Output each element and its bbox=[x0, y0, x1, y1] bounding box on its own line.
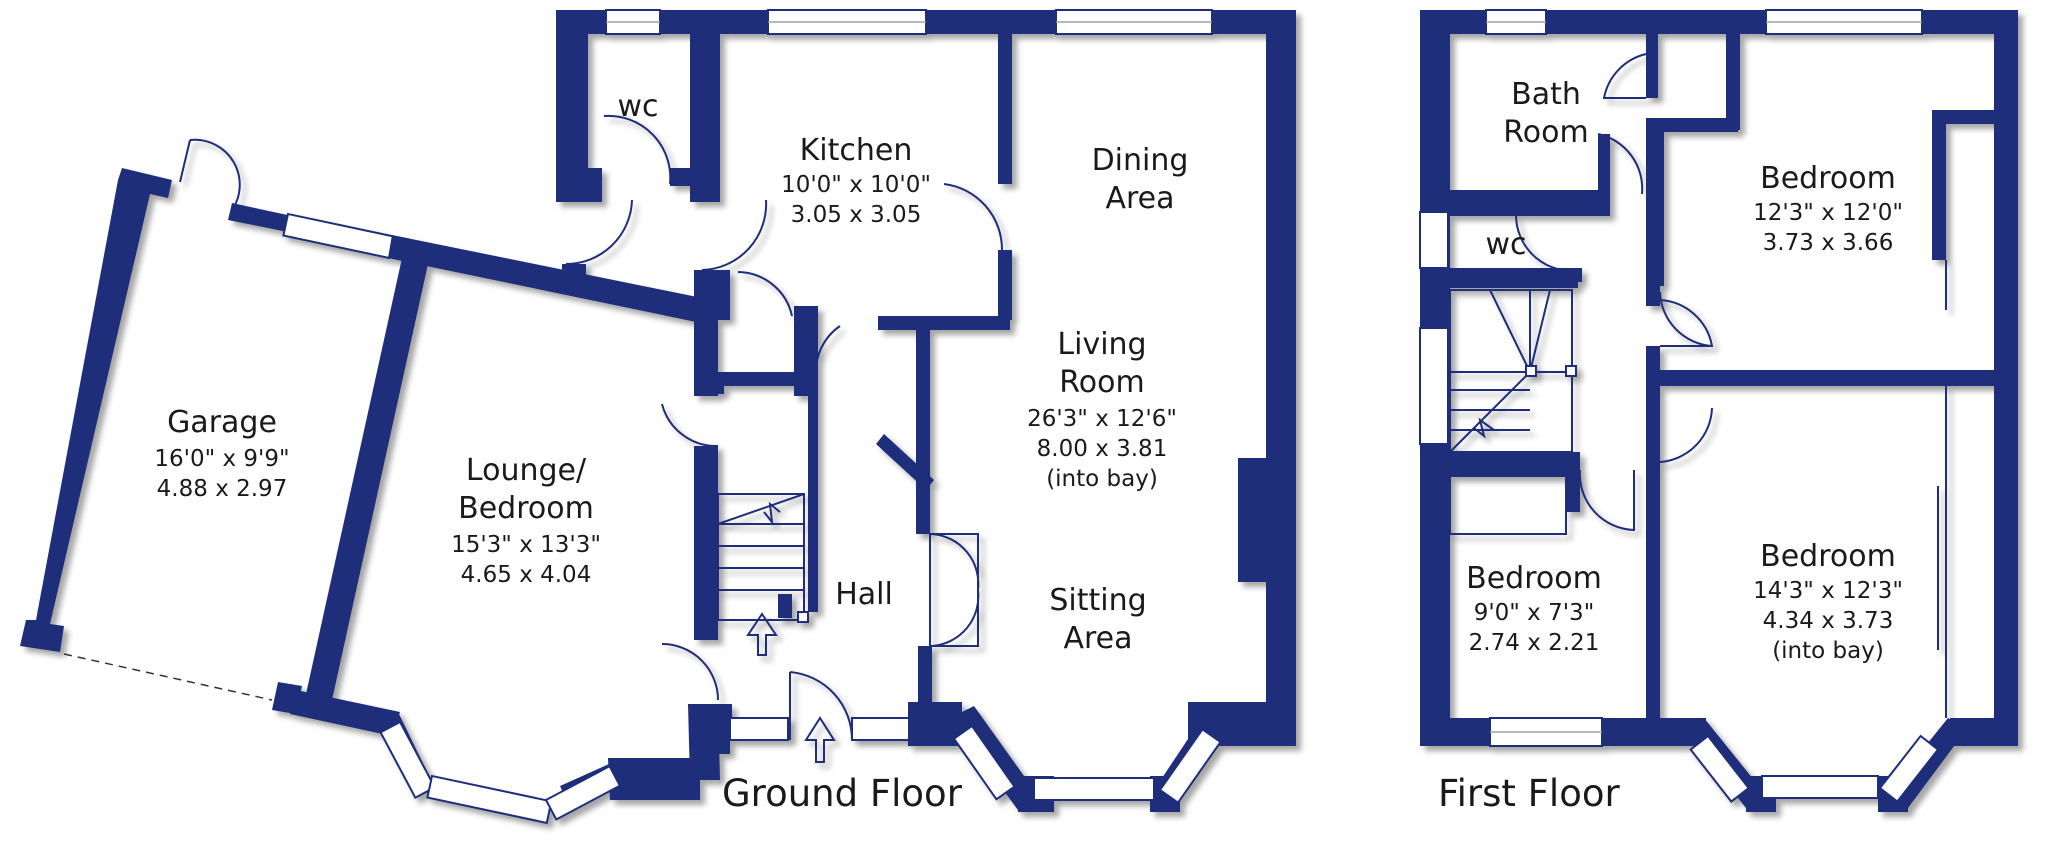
first-floor-title: First Floor bbox=[1438, 772, 1620, 815]
lounge-name-1: Lounge/ bbox=[466, 453, 587, 488]
lounge-imperial: 15'3" x 13'3" bbox=[451, 532, 601, 558]
sitting-name-1: Sitting bbox=[1049, 583, 1146, 618]
bedroom3-metric: 2.74 x 2.21 bbox=[1469, 630, 1600, 656]
living-metric: 8.00 x 3.81 bbox=[1037, 436, 1168, 462]
hall-walls bbox=[694, 270, 818, 754]
stairs-up-arrow bbox=[746, 612, 778, 656]
bedroom1-name: Bedroom bbox=[1760, 161, 1896, 196]
garage-walls bbox=[20, 168, 302, 714]
dining-name-1: Dining bbox=[1092, 143, 1189, 178]
bedroom3-imperial: 9'0" x 7'3" bbox=[1474, 600, 1595, 626]
first-floor-plan bbox=[1419, 9, 2018, 812]
bath-name-1: Bath bbox=[1511, 77, 1581, 112]
living-name-1: Living bbox=[1057, 327, 1146, 362]
bedroom2-metric: 4.34 x 3.73 bbox=[1763, 608, 1894, 634]
kitchen-imperial: 10'0" x 10'0" bbox=[781, 172, 931, 198]
garage-imperial: 16'0" x 9'9" bbox=[154, 446, 289, 472]
bedroom1-metric: 3.73 x 3.66 bbox=[1763, 230, 1894, 256]
lounge-walls bbox=[290, 258, 720, 804]
bedroom1-imperial: 12'3" x 12'0" bbox=[1753, 200, 1903, 226]
living-imperial: 26'3" x 12'6" bbox=[1027, 406, 1177, 432]
kitchen-metric: 3.05 x 3.05 bbox=[791, 202, 922, 228]
bedroom3-name: Bedroom bbox=[1466, 561, 1602, 596]
ground-floor-plan bbox=[20, 9, 1296, 825]
garage-door-swing bbox=[179, 138, 241, 211]
living-name-2: Room bbox=[1059, 365, 1144, 400]
lounge-metric: 4.65 x 4.04 bbox=[461, 562, 592, 588]
living-note: (into bay) bbox=[1046, 466, 1158, 492]
bedroom2-imperial: 14'3" x 12'3" bbox=[1753, 578, 1903, 604]
lounge-name-2: Bedroom bbox=[458, 491, 594, 526]
bedroom2-name: Bedroom bbox=[1760, 539, 1896, 574]
ff-wc-name: wc bbox=[1485, 227, 1526, 262]
dining-name-2: Area bbox=[1105, 181, 1174, 216]
first-stairs bbox=[1449, 289, 1577, 453]
ground-stairs bbox=[717, 493, 809, 623]
sitting-name-2: Area bbox=[1063, 621, 1132, 656]
kitchen-name: Kitchen bbox=[800, 133, 913, 168]
bath-name-2: Room bbox=[1503, 115, 1588, 150]
ground-floor-title: Ground Floor bbox=[722, 772, 963, 815]
bedroom2-note: (into bay) bbox=[1772, 638, 1884, 664]
garage-name: Garage bbox=[167, 405, 277, 440]
gf-wc-name: wc bbox=[617, 89, 658, 124]
garage-metric: 4.88 x 2.97 bbox=[157, 476, 288, 502]
entrance-arrow bbox=[804, 716, 836, 763]
hall-name: Hall bbox=[835, 577, 893, 612]
